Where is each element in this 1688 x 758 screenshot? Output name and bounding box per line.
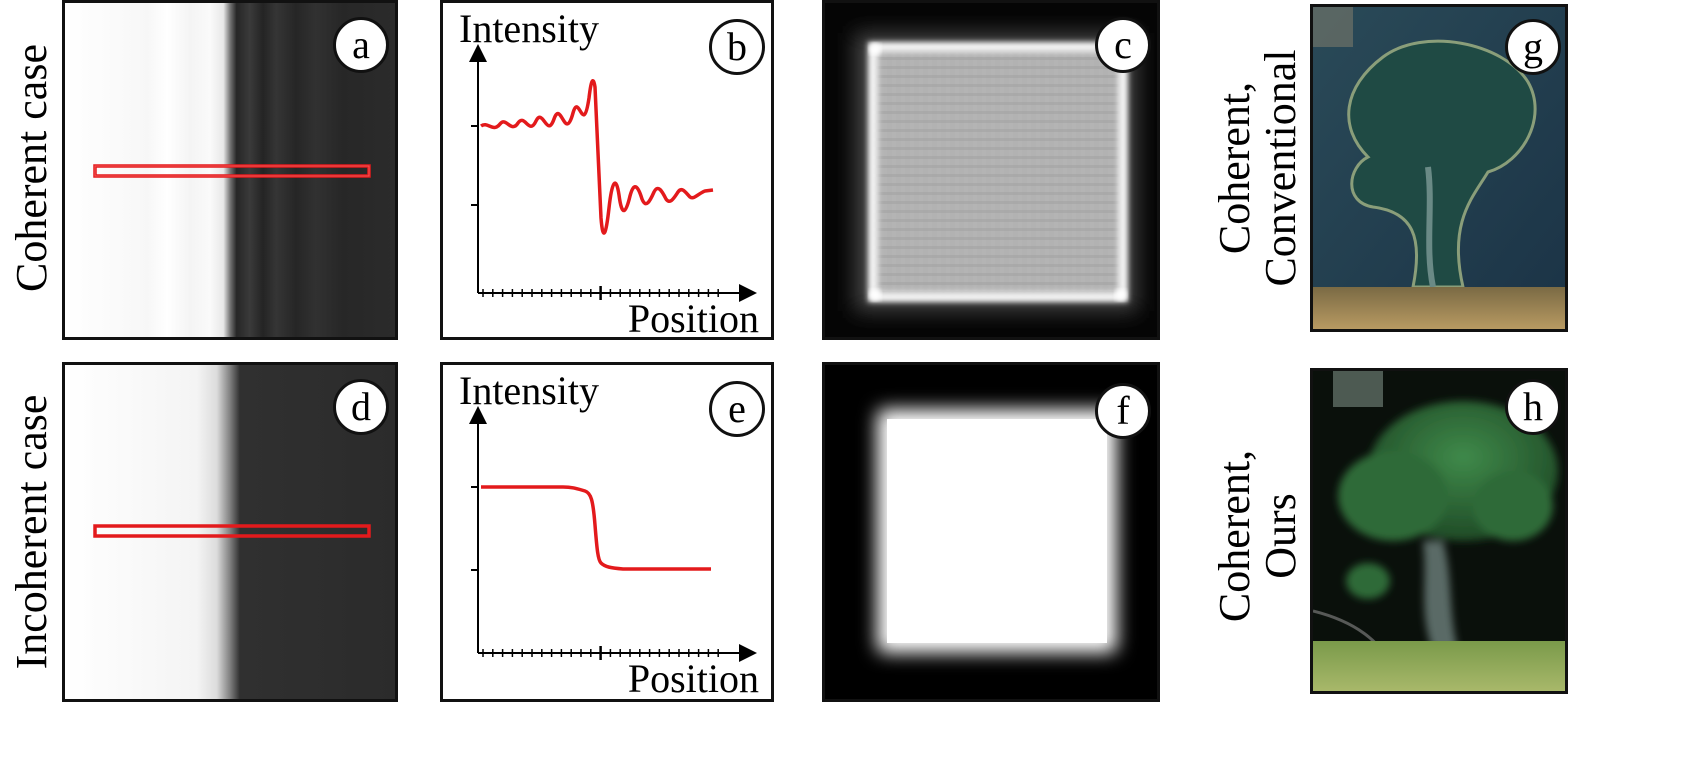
panel-b-coherent-profile: Intensity Position b — [440, 0, 774, 340]
coherent-profile-curve — [479, 78, 714, 235]
badge-a: a — [333, 17, 389, 73]
panel-d-incoherent-edge: d — [62, 362, 398, 702]
label-h-coherent-ours: Coherent, Ours — [1209, 449, 1305, 623]
panel-g-conventional-photo: g — [1310, 4, 1568, 332]
badge-b: b — [709, 19, 765, 75]
y-axis-label: Intensity — [459, 6, 599, 51]
x-axis-label: Position — [627, 296, 759, 340]
badge-f: f — [1095, 383, 1151, 439]
panel-h-ours-photo: h — [1310, 368, 1568, 694]
badge-h: h — [1505, 379, 1561, 435]
label-g-coherent-conventional: Coherent, Conventional — [1209, 49, 1305, 287]
badge-d: d — [333, 379, 389, 435]
y-axis-label: Intensity — [459, 368, 599, 413]
badge-e: e — [709, 381, 765, 437]
panel-c-coherent-square: c — [822, 0, 1160, 340]
incoherent-profile-curve — [481, 485, 711, 571]
badge-g: g — [1505, 19, 1561, 75]
row-label-incoherent: Incoherent case — [6, 394, 56, 670]
panel-e-incoherent-profile: Intensity Position e — [440, 362, 774, 702]
row-label-coherent: Coherent case — [6, 44, 56, 292]
badge-c: c — [1095, 17, 1151, 73]
x-axis-label: Position — [627, 656, 759, 701]
panel-a-coherent-edge: a — [62, 0, 398, 340]
panel-f-incoherent-square: f — [822, 362, 1160, 702]
highlight-box — [93, 524, 371, 538]
